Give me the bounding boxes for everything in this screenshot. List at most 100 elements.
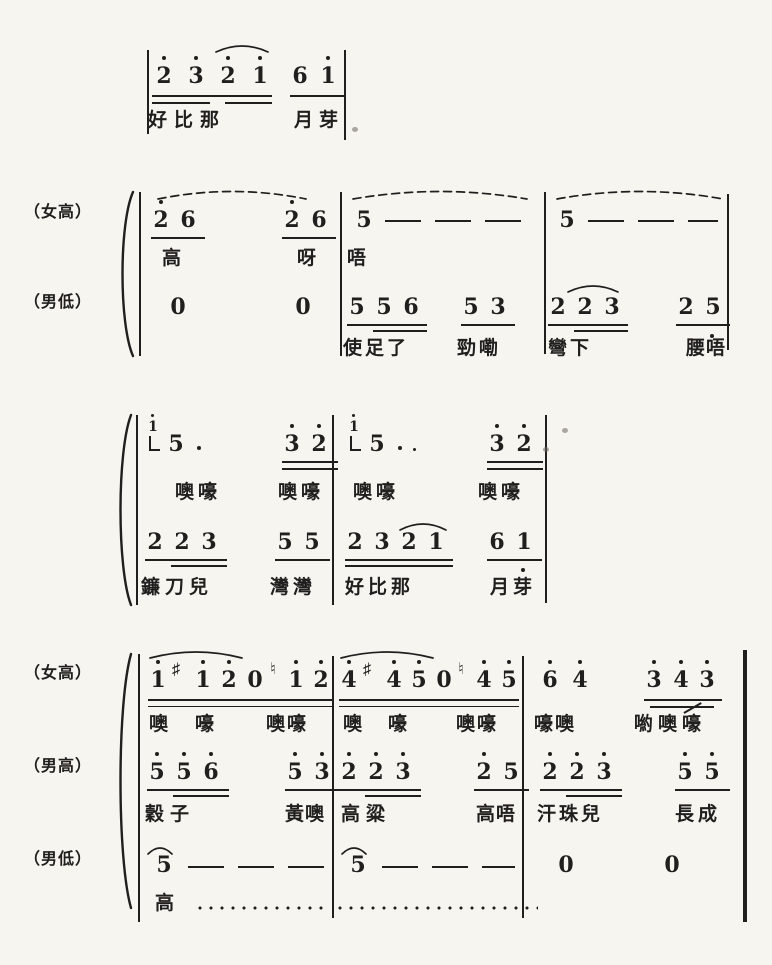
octave-dot <box>352 414 355 417</box>
note-number: 2 <box>219 56 237 88</box>
beam-line <box>574 330 628 332</box>
augmentation-dot <box>413 448 416 451</box>
beam-line <box>285 789 340 791</box>
octave-dot <box>347 752 351 756</box>
lyric-text: 黃噢 <box>285 804 326 825</box>
note-number: 3 <box>187 56 205 89</box>
note-glyph: 5 <box>705 294 721 320</box>
octave-dot <box>507 660 511 664</box>
note-glyph: 6 <box>542 667 558 693</box>
octave-dot <box>227 660 231 664</box>
lyric-text: 鐮刀兒 <box>141 577 214 598</box>
beam-line <box>474 789 529 791</box>
note-glyph: 2 <box>368 759 384 785</box>
note-glyph: 3 <box>188 63 204 89</box>
beam-line <box>548 324 628 326</box>
octave-dot <box>194 56 198 60</box>
note-number: 2 <box>475 752 493 784</box>
note-number: 2 <box>310 424 328 457</box>
note-glyph: 2 <box>569 759 585 785</box>
note-number: 6 <box>291 64 309 88</box>
octave-dot <box>320 752 324 756</box>
voice-label: （男高） <box>24 758 93 775</box>
note-number: 5 <box>286 752 304 784</box>
note-glyph: 6 <box>489 529 505 555</box>
note-number: 4 <box>571 660 589 693</box>
octave-dot <box>578 660 582 664</box>
augmentation-dot <box>521 568 525 572</box>
beam-line <box>145 559 227 561</box>
lyric-text: 噢嚎 <box>266 714 309 735</box>
note-number: 6 <box>402 295 420 319</box>
sharp-accidental-icon: ♯ <box>363 661 371 678</box>
note-glyph: 5 <box>277 529 293 555</box>
note-number: 2 <box>346 530 364 554</box>
note-glyph: 2 <box>542 759 558 785</box>
beam-line <box>275 559 330 561</box>
note-number: 5 <box>462 295 480 319</box>
lyric-text: 穀子 <box>145 804 196 825</box>
lyric-text: 使足了 <box>343 338 410 359</box>
note-glyph: 5 <box>376 294 392 320</box>
note-glyph: 1 <box>320 63 336 89</box>
sharp-accidental-icon: ♯ <box>172 661 180 678</box>
beam-line <box>173 795 229 797</box>
octave-dot <box>482 660 486 664</box>
note-glyph: 0 <box>664 852 680 878</box>
barline <box>743 650 747 922</box>
note-number: 3 <box>603 295 621 319</box>
note-glyph: 1 <box>428 529 444 555</box>
lyric-text: 喲噢嚎 <box>634 714 707 735</box>
note-number: 5 <box>375 295 393 319</box>
note-glyph: 2 <box>401 529 417 555</box>
note-number: 5 <box>703 752 721 784</box>
octave-dot <box>201 660 205 664</box>
beam-line <box>282 237 336 239</box>
lyric-text: 噢 <box>343 714 363 735</box>
octave-dot <box>575 752 579 756</box>
note-number: 3 <box>595 752 613 784</box>
octave-dot <box>652 660 656 664</box>
note-number: 2 <box>541 752 559 785</box>
note-number: 4 <box>340 660 358 692</box>
voice-label: （男低） <box>24 851 93 868</box>
beam-line <box>347 324 427 326</box>
octave-dot <box>374 752 378 756</box>
beam-line <box>148 699 332 701</box>
duration-dash-line <box>385 220 521 223</box>
note-number: 1 <box>251 56 269 88</box>
lyric-text: 噢嚎 <box>456 714 499 735</box>
lyric-text: 嚎 <box>388 714 408 735</box>
note-glyph: 4 <box>572 667 588 693</box>
note-glyph: 3 <box>490 294 506 320</box>
scan-noise-mark <box>543 447 549 452</box>
note-glyph: 2 <box>516 431 532 457</box>
lyric-text: 彎下 <box>548 338 593 359</box>
grace-note-number: 1 <box>348 414 360 435</box>
note-glyph: 2 <box>311 431 327 457</box>
note-number: 2 <box>340 752 358 784</box>
beam-slash-mark <box>683 702 702 715</box>
note-glyph: 2 <box>313 667 329 693</box>
barline <box>727 194 729 350</box>
lyric-text: 高唔 <box>476 804 517 825</box>
note-glyph: 5 <box>501 667 517 693</box>
note-glyph: 1 <box>150 667 166 693</box>
barline <box>522 656 524 918</box>
lyric-text: 噢 <box>149 714 169 735</box>
barline <box>147 50 149 134</box>
note-glyph: 2 <box>678 294 694 320</box>
note-glyph: 5 <box>463 294 479 320</box>
octave-dot <box>182 752 186 756</box>
slur-arc <box>341 847 367 855</box>
note-number: 4 <box>672 660 690 692</box>
beam-line <box>487 559 542 561</box>
note-glyph: 2 <box>577 294 593 320</box>
note-number: 2 <box>515 424 533 457</box>
note-glyph: 5 <box>559 207 575 233</box>
octave-dot <box>156 660 160 664</box>
octave-dot <box>347 660 351 664</box>
note-number: 1 <box>319 56 337 89</box>
lyric-dotted-leader <box>338 906 538 910</box>
